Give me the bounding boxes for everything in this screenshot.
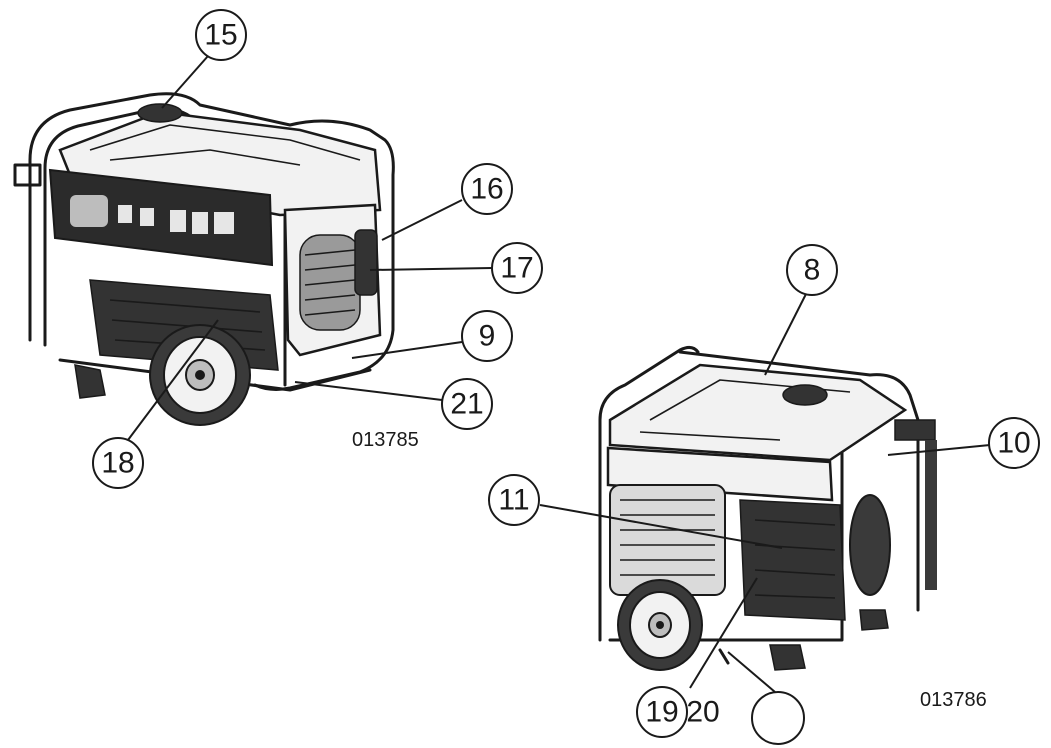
leader-8 (764, 291, 808, 376)
leader-9 (351, 341, 463, 359)
callout-21-circle (441, 378, 493, 430)
left-fuel-cap (137, 103, 183, 123)
outlet-1 (118, 205, 132, 223)
outlet-3 (170, 210, 186, 232)
right-engine-block (739, 499, 846, 621)
right-muffler (849, 494, 891, 596)
callouts: 15 16 17 9 21 18 8 10 11 19 20 (92, 9, 1040, 745)
callout-21-label: 21 (450, 388, 483, 421)
callout-17-circle (491, 242, 543, 294)
callout-15-circle (195, 9, 247, 61)
leader-15 (161, 55, 209, 109)
figure-code-left: 013785 (352, 429, 419, 451)
callout-10-label: 10 (997, 427, 1030, 460)
right-foot-rear (859, 609, 889, 631)
callout-19-label: 19 (645, 696, 678, 729)
callout-17-label: 17 (500, 252, 533, 285)
right-handle-bar (925, 440, 937, 590)
leader-10 (887, 444, 991, 456)
right-top-cover (608, 363, 908, 462)
right-frame-tube (598, 345, 920, 642)
outlet-2 (140, 208, 154, 226)
leader-18 (127, 319, 219, 441)
right-alternator (609, 484, 726, 596)
callout-18-label: 18 (101, 447, 134, 480)
panel-display (70, 195, 108, 227)
leader-17 (369, 267, 493, 271)
callout-20-label: 20 (686, 696, 719, 729)
left-filter-slots (304, 249, 356, 316)
leader-20 (727, 651, 776, 693)
callout-11-circle (488, 474, 540, 526)
figure-code-right: 013786 (920, 689, 987, 711)
generator-illustration-right (598, 345, 937, 671)
left-wheel (149, 324, 251, 426)
callout-10-circle (988, 417, 1040, 469)
right-fuel-cap (782, 384, 828, 406)
callout-16-label: 16 (470, 173, 503, 206)
right-foot-front (769, 644, 806, 671)
leader-lines (127, 55, 991, 693)
leader-19 (689, 577, 758, 689)
callout-8-circle (786, 244, 838, 296)
right-alternator-fins (620, 499, 715, 576)
callout-19-circle (636, 686, 688, 738)
callout-9-circle (461, 310, 513, 362)
callout-8-label: 8 (804, 254, 821, 287)
generator-illustration-left (13, 92, 395, 426)
outlet-4 (192, 212, 208, 234)
right-drain-fitting (718, 648, 730, 665)
left-base-rail (58, 358, 372, 392)
callout-blank-circle (751, 691, 805, 745)
leader-11 (539, 504, 783, 549)
outlet-5 (214, 212, 234, 234)
callout-15-label: 15 (204, 19, 237, 52)
left-control-panel (48, 168, 274, 267)
leader-21 (294, 381, 443, 401)
left-top-detail (89, 124, 361, 166)
callout-18-circle (92, 437, 144, 489)
left-foot (74, 364, 106, 399)
right-engine-detail (754, 519, 836, 599)
callout-9-label: 9 (479, 320, 496, 353)
callout-16-circle (461, 163, 513, 215)
right-handle-bracket (894, 419, 936, 441)
callout-11-label: 11 (498, 484, 529, 517)
left-handle-bracket (13, 163, 42, 187)
leader-16 (381, 199, 463, 241)
right-wheel (617, 579, 703, 671)
left-side-oval (354, 229, 378, 296)
